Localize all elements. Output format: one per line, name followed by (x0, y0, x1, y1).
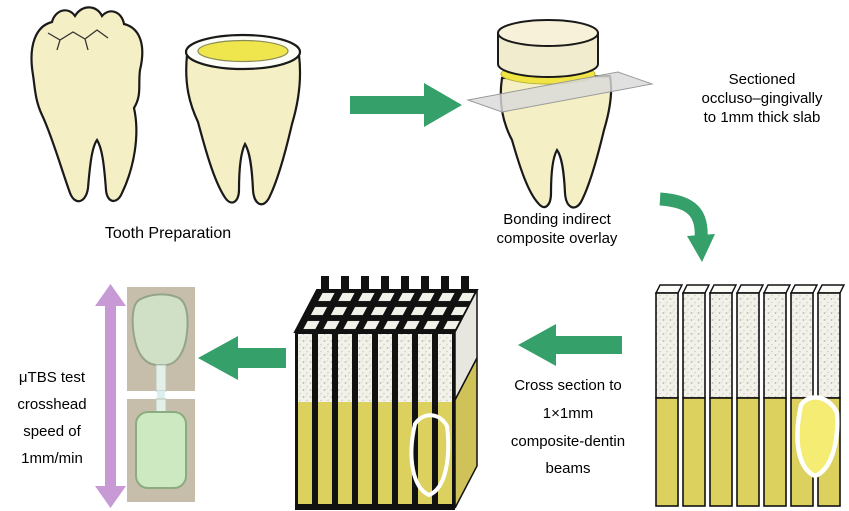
beam-comb-tooth (361, 276, 369, 292)
bonded-tooth-body (499, 74, 613, 209)
cross-section-arrow-left-icon (518, 324, 622, 366)
bonding-label-line2: composite overlay (497, 230, 618, 247)
beam-column-composite (298, 334, 312, 402)
arrow-left-icon (198, 336, 286, 380)
beam-comb-tooth (461, 276, 469, 292)
specimen-beam (157, 391, 165, 400)
specimen-stem (155, 364, 167, 392)
slab-top-face (816, 284, 846, 294)
utbs-step: μTBS test crosshead speed of 1mm/min (17, 284, 195, 508)
slab-illustration (654, 284, 846, 507)
utbs-label-line3: speed of (23, 423, 81, 440)
slab-composite (709, 292, 733, 399)
utbs-label-line4: 1mm/min (21, 450, 83, 467)
curved-arrow-shaft (659, 192, 708, 241)
slab-dentin (709, 397, 733, 507)
curved-arrow-down-icon (659, 192, 715, 262)
utbs-arrowhead-up-icon (95, 284, 126, 306)
beam-column-dentin (318, 402, 332, 504)
beam-comb-tooth (421, 276, 429, 292)
beam-column-composite (378, 334, 392, 402)
beam-column-composite (418, 334, 432, 402)
prepared-occlusal-surface (197, 39, 289, 63)
arrow-right-icon (350, 83, 462, 127)
beam-comb-tooth (321, 276, 329, 292)
utbs-arrow-shaft (105, 302, 116, 490)
slab-composite (655, 292, 679, 399)
beam-comb-tooth (341, 276, 349, 292)
bonding-step: Bonding indirect composite overlay (466, 19, 654, 247)
slab-composite (790, 292, 814, 399)
slab-dentin (655, 397, 679, 507)
composite-disc-top (497, 19, 599, 47)
slab-composite (736, 292, 760, 399)
beam-column-dentin (298, 402, 312, 504)
specimen-stem-lower (155, 398, 167, 413)
slab-top-face (681, 284, 711, 294)
prepared-tooth-body (185, 53, 302, 206)
utbs-label-line1: μTBS test (19, 369, 86, 386)
beams-pulp-outline (409, 413, 451, 498)
cross-section-label-line4: beams (545, 460, 590, 477)
beam-column-composite (318, 334, 332, 402)
slab-top-face (654, 284, 684, 294)
molar-fissures (47, 29, 109, 51)
bonding-label-line1: Bonding indirect (503, 211, 611, 228)
curved-arrow-head (687, 234, 715, 262)
sectioning-label: Sectioned occluso–gingivally to 1mm thic… (702, 71, 823, 126)
cross-section-step: Cross section to 1×1mm composite-dentin … (511, 324, 625, 477)
sectioning-label-line2: occluso–gingivally (702, 90, 823, 107)
slab-top-face (789, 284, 819, 294)
beam-column-composite (358, 334, 372, 402)
beam-comb-tooth (381, 276, 389, 292)
molar-tooth (30, 6, 144, 203)
beam-column-composite (398, 334, 412, 402)
utbs-label-line2: crosshead (17, 396, 86, 413)
slab-composite (817, 292, 841, 399)
slab-top-face (708, 284, 738, 294)
cross-section-label-line2: 1×1mm (543, 405, 593, 422)
cross-section-label-line1: Cross section to (514, 377, 622, 394)
beam-comb-tooth (401, 276, 409, 292)
specimen-crown (131, 293, 189, 366)
pulp-outline (795, 395, 840, 479)
tooth-preparation-step: Tooth Preparation (30, 6, 302, 242)
specimen-block (135, 411, 187, 489)
beam-column-composite (438, 334, 452, 402)
slab-composite (763, 292, 787, 399)
beam-column-dentin (338, 402, 352, 504)
beam-column-dentin (378, 402, 392, 504)
cross-section-label-line3: composite-dentin (511, 433, 625, 450)
beam-comb-tooth (441, 276, 449, 292)
slab-dentin (682, 397, 706, 507)
slab-top-face (762, 284, 792, 294)
slab-top-face (735, 284, 765, 294)
beam-column-composite (338, 334, 352, 402)
sectioning-label-line3: to 1mm thick slab (704, 109, 821, 126)
slab-dentin (736, 397, 760, 507)
beams-illustration (293, 276, 479, 510)
sectioning-plane (466, 71, 654, 113)
slab-composite (682, 292, 706, 399)
beam-column-dentin (398, 402, 412, 504)
sectioning-label-line1: Sectioned (729, 71, 796, 88)
beam-column-dentin (358, 402, 372, 504)
utbs-arrowhead-down-icon (95, 486, 126, 508)
beams-top-face (293, 289, 479, 333)
tooth-preparation-label: Tooth Preparation (105, 225, 231, 242)
slab-dentin (763, 397, 787, 507)
beam-column-dentin (418, 402, 432, 504)
